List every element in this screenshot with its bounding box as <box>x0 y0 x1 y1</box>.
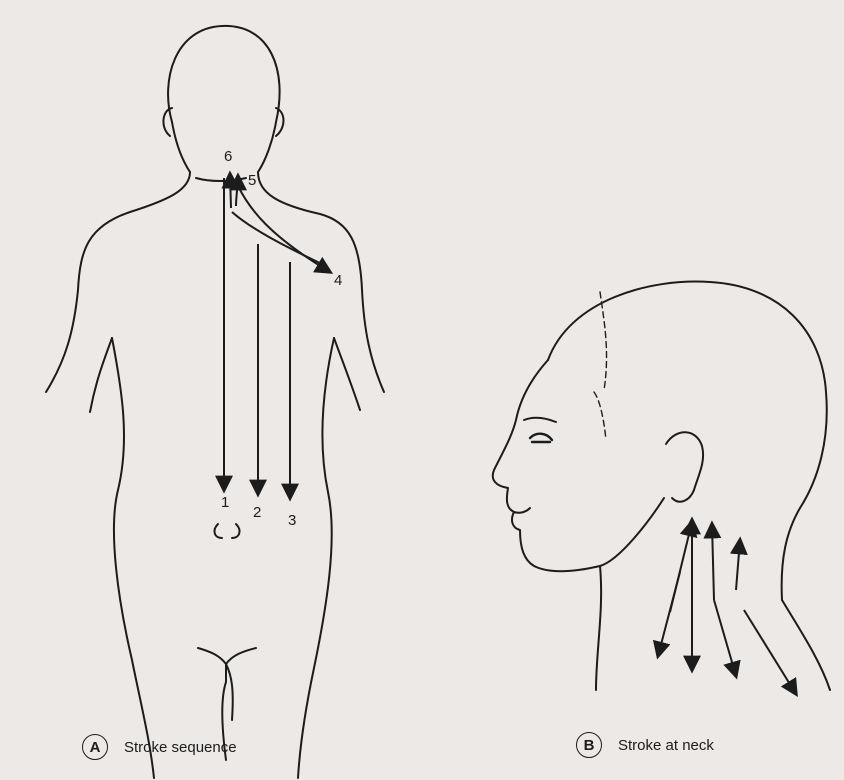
stroke-4-arrow-lower <box>232 212 326 266</box>
sacrum-mark <box>215 524 240 538</box>
right-arm-inner <box>334 338 360 410</box>
stroke-4-arrow <box>238 186 330 272</box>
ear <box>666 432 703 501</box>
neck-arrow-3-down <box>714 600 736 676</box>
head-left-jaw <box>172 122 190 172</box>
stroke-number-2: 2 <box>253 504 261 521</box>
left-arm-inner <box>90 338 112 412</box>
eye <box>530 434 552 442</box>
neck-stroke-arrows <box>658 520 796 694</box>
neck-arrow-3-up <box>712 524 714 600</box>
left-outline <box>46 172 190 392</box>
hairline <box>594 292 607 440</box>
stroke-number-6: 6 <box>224 148 232 165</box>
stroke-number-4: 4 <box>334 272 342 289</box>
side-head-figure <box>493 282 830 690</box>
stroke-6-arrow <box>230 174 231 208</box>
jaw-line <box>600 498 664 566</box>
caption-b: B Stroke at neck <box>576 732 714 758</box>
right-outline <box>258 172 384 392</box>
gluteal-line <box>198 648 256 664</box>
face-profile <box>493 360 600 571</box>
neck-back <box>782 600 830 690</box>
left-torso <box>112 338 154 778</box>
right-torso <box>298 338 334 778</box>
nose-mouth <box>514 508 530 513</box>
caption-a-text: Stroke sequence <box>124 739 237 756</box>
stroke-number-3: 3 <box>288 512 296 529</box>
caption-a: A Stroke sequence <box>82 734 237 760</box>
neck-arrow-1-down <box>658 572 680 656</box>
neck-front <box>596 566 601 690</box>
stroke-number-1: 1 <box>221 494 229 511</box>
eyebrow <box>524 418 556 422</box>
label-a-circle: A <box>82 734 108 760</box>
caption-b-text: Stroke at neck <box>618 737 714 754</box>
back-figure <box>46 26 384 778</box>
back-stroke-arrows <box>224 174 330 498</box>
stroke-number-5: 5 <box>248 172 256 189</box>
gluteal-left <box>226 664 233 720</box>
neck-arrow-4-up <box>736 540 740 590</box>
neck-arrow-4-down <box>744 610 796 694</box>
label-b-circle: B <box>576 732 602 758</box>
skull-outline <box>548 282 827 600</box>
